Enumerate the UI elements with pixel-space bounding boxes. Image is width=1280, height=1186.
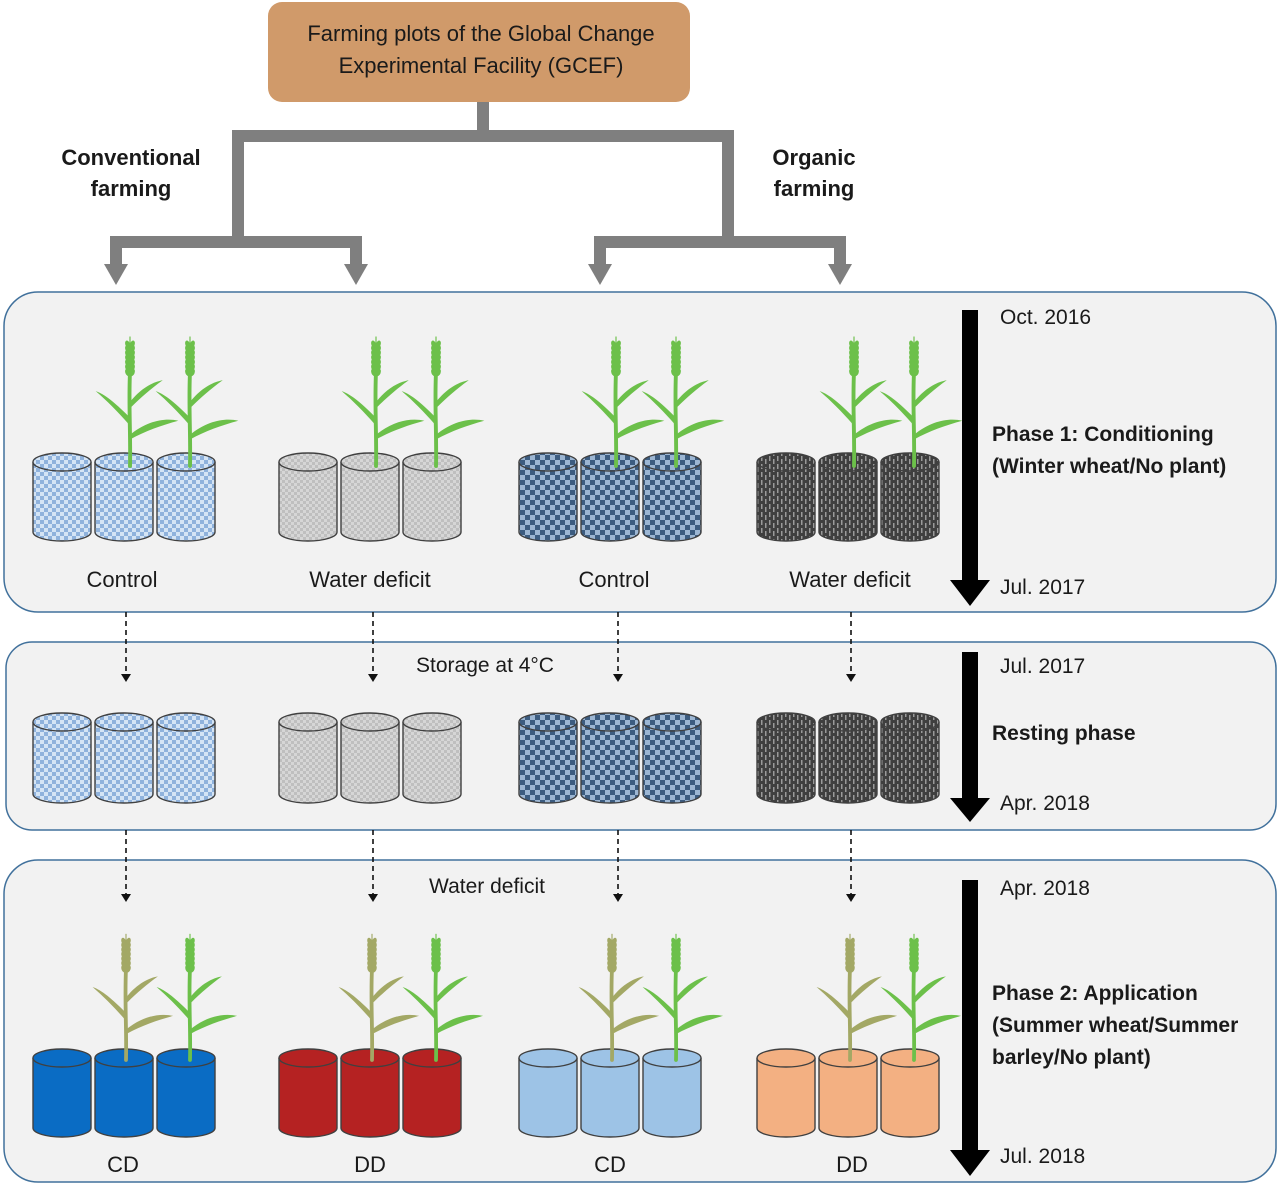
phase2-plant-barley-conv-dd [338, 933, 420, 1062]
title-line-1: Farming plots of the Global Change [307, 21, 654, 46]
resting-start-date: Jul. 2017 [1000, 655, 1085, 678]
phase2-pot-conv-dd-3 [402, 1048, 462, 1138]
phase2-pot-conv-dd-1 [278, 1048, 338, 1138]
timeline-arrow-phase1 [950, 310, 990, 606]
phase1-start-date: Oct. 2016 [1000, 306, 1091, 329]
phase1-plant-org-control-1 [581, 336, 665, 468]
resting-pot-org-control-3 [642, 712, 702, 804]
phase2-pot-org-cd-2 [580, 1048, 640, 1138]
dashed-arrowhead-to-phase2-4 [846, 894, 856, 902]
phase1-pot-conv-deficit-2 [340, 452, 400, 542]
resting-pot-org-deficit-3 [880, 712, 940, 804]
phase2-title-line-1: Phase 2: Application [992, 982, 1198, 1005]
timeline-arrow-phase2 [950, 880, 990, 1176]
phase2-plant-barley-org-dd [816, 933, 898, 1062]
phase2-label-org-dd: DD [836, 1152, 868, 1177]
phase1-panel [3, 291, 1277, 613]
phase1-pot-conv-deficit-1 [278, 452, 338, 542]
phase2-plant-wheat-conv-cd [156, 933, 238, 1062]
dashed-arrowhead-to-resting-3 [613, 674, 623, 682]
phase2-plant-barley-conv-cd [92, 933, 174, 1062]
phase1-title-line-1: Phase 1: Conditioning [992, 423, 1214, 446]
phase1-label-conv-deficit: Water deficit [309, 567, 430, 592]
dashed-arrowhead-to-resting-1 [121, 674, 131, 682]
conventional-label-line-1: Conventional [61, 145, 200, 170]
phase2-label-org-cd: CD [594, 1152, 626, 1177]
phase1-pot-conv-control-1 [32, 452, 92, 542]
resting-title: Resting phase [992, 722, 1136, 745]
phase2-pot-org-dd-1 [756, 1048, 816, 1138]
dashed-arrowhead-to-resting-4 [846, 674, 856, 682]
phase2-pot-conv-cd-2 [94, 1048, 154, 1138]
phase2-pot-org-cd-1 [518, 1048, 578, 1138]
phase1-label-org-control: Control [579, 567, 650, 592]
phase1-pot-conv-control-3 [156, 452, 216, 542]
phase1-plant-conv-control-1 [95, 336, 179, 468]
pots-and-plants [32, 336, 963, 1138]
phase1-pot-org-deficit-2 [818, 452, 878, 542]
phase1-plant-org-control-2 [641, 336, 725, 468]
phase2-plant-wheat-org-cd [642, 933, 724, 1062]
resting-pot-conv-deficit-1 [278, 712, 338, 804]
phase1-pot-conv-deficit-3 [402, 452, 462, 542]
dashed-arrowhead-to-phase2-1 [121, 894, 131, 902]
phase2-plant-barley-org-cd [578, 933, 660, 1062]
phase2-pot-org-dd-2 [818, 1048, 878, 1138]
title-line-2: Experimental Facility (GCEF) [339, 53, 624, 78]
resting-pot-org-deficit-2 [818, 712, 878, 804]
phase2-end-date: Jul. 2018 [1000, 1145, 1085, 1168]
resting-pot-org-control-2 [580, 712, 640, 804]
timeline-arrow-resting [950, 652, 990, 822]
phase2-label-conv-dd: DD [354, 1152, 386, 1177]
resting-pot-org-deficit-1 [756, 712, 816, 804]
phase1-plant-org-deficit-1 [819, 336, 903, 468]
phase1-pot-org-control-3 [642, 452, 702, 542]
resting-end-date: Apr. 2018 [1000, 792, 1090, 815]
phase2-pot-org-cd-3 [642, 1048, 702, 1138]
resting-pot-conv-deficit-2 [340, 712, 400, 804]
conventional-label-line-2: farming [91, 176, 172, 201]
phase1-label-org-deficit: Water deficit [789, 567, 910, 592]
resting-pot-conv-control-1 [32, 712, 92, 804]
dashed-arrowhead-to-phase2-3 [613, 894, 623, 902]
phase1-title-line-2: (Winter wheat/No plant) [992, 455, 1226, 478]
resting-pot-conv-control-3 [156, 712, 216, 804]
phase1-pot-org-deficit-1 [756, 452, 816, 542]
phase2-plant-wheat-org-dd [880, 933, 962, 1062]
phase2-plant-wheat-conv-dd [402, 933, 484, 1062]
phase1-pot-org-control-1 [518, 452, 578, 542]
dashed-arrowhead-to-phase2-2 [368, 894, 378, 902]
storage-note: Storage at 4°C [416, 654, 554, 677]
title-box [268, 2, 690, 102]
resting-pot-org-control-1 [518, 712, 578, 804]
phase1-end-date: Jul. 2017 [1000, 576, 1085, 599]
phase1-plant-conv-deficit-2 [401, 336, 485, 468]
resting-pot-conv-deficit-3 [402, 712, 462, 804]
phase1-pot-conv-control-2 [94, 452, 154, 542]
phase2-pot-conv-dd-2 [340, 1048, 400, 1138]
phase1-pot-org-deficit-3 [880, 452, 940, 542]
phase2-pot-conv-cd-1 [32, 1048, 92, 1138]
branch-connectors [104, 102, 852, 285]
resting-pot-conv-control-2 [94, 712, 154, 804]
phase2-start-date: Apr. 2018 [1000, 877, 1090, 900]
phase2-title-line-3: barley/No plant) [992, 1046, 1151, 1069]
dashed-arrowhead-to-resting-2 [368, 674, 378, 682]
phase2-title-line-2: (Summer wheat/Summer [992, 1014, 1238, 1037]
phase1-plant-conv-control-2 [155, 336, 239, 468]
phase1-pot-org-control-2 [580, 452, 640, 542]
organic-label-line-2: farming [774, 176, 855, 201]
phase1-label-conv-control: Control [87, 567, 158, 592]
phase2-pot-org-dd-3 [880, 1048, 940, 1138]
phase2-pot-conv-cd-3 [156, 1048, 216, 1138]
water-deficit-note: Water deficit [429, 875, 545, 898]
phase2-label-conv-cd: CD [107, 1152, 139, 1177]
phase1-plant-conv-deficit-1 [341, 336, 425, 468]
organic-label-line-1: Organic [772, 145, 855, 170]
phase1-plant-org-deficit-2 [879, 336, 963, 468]
